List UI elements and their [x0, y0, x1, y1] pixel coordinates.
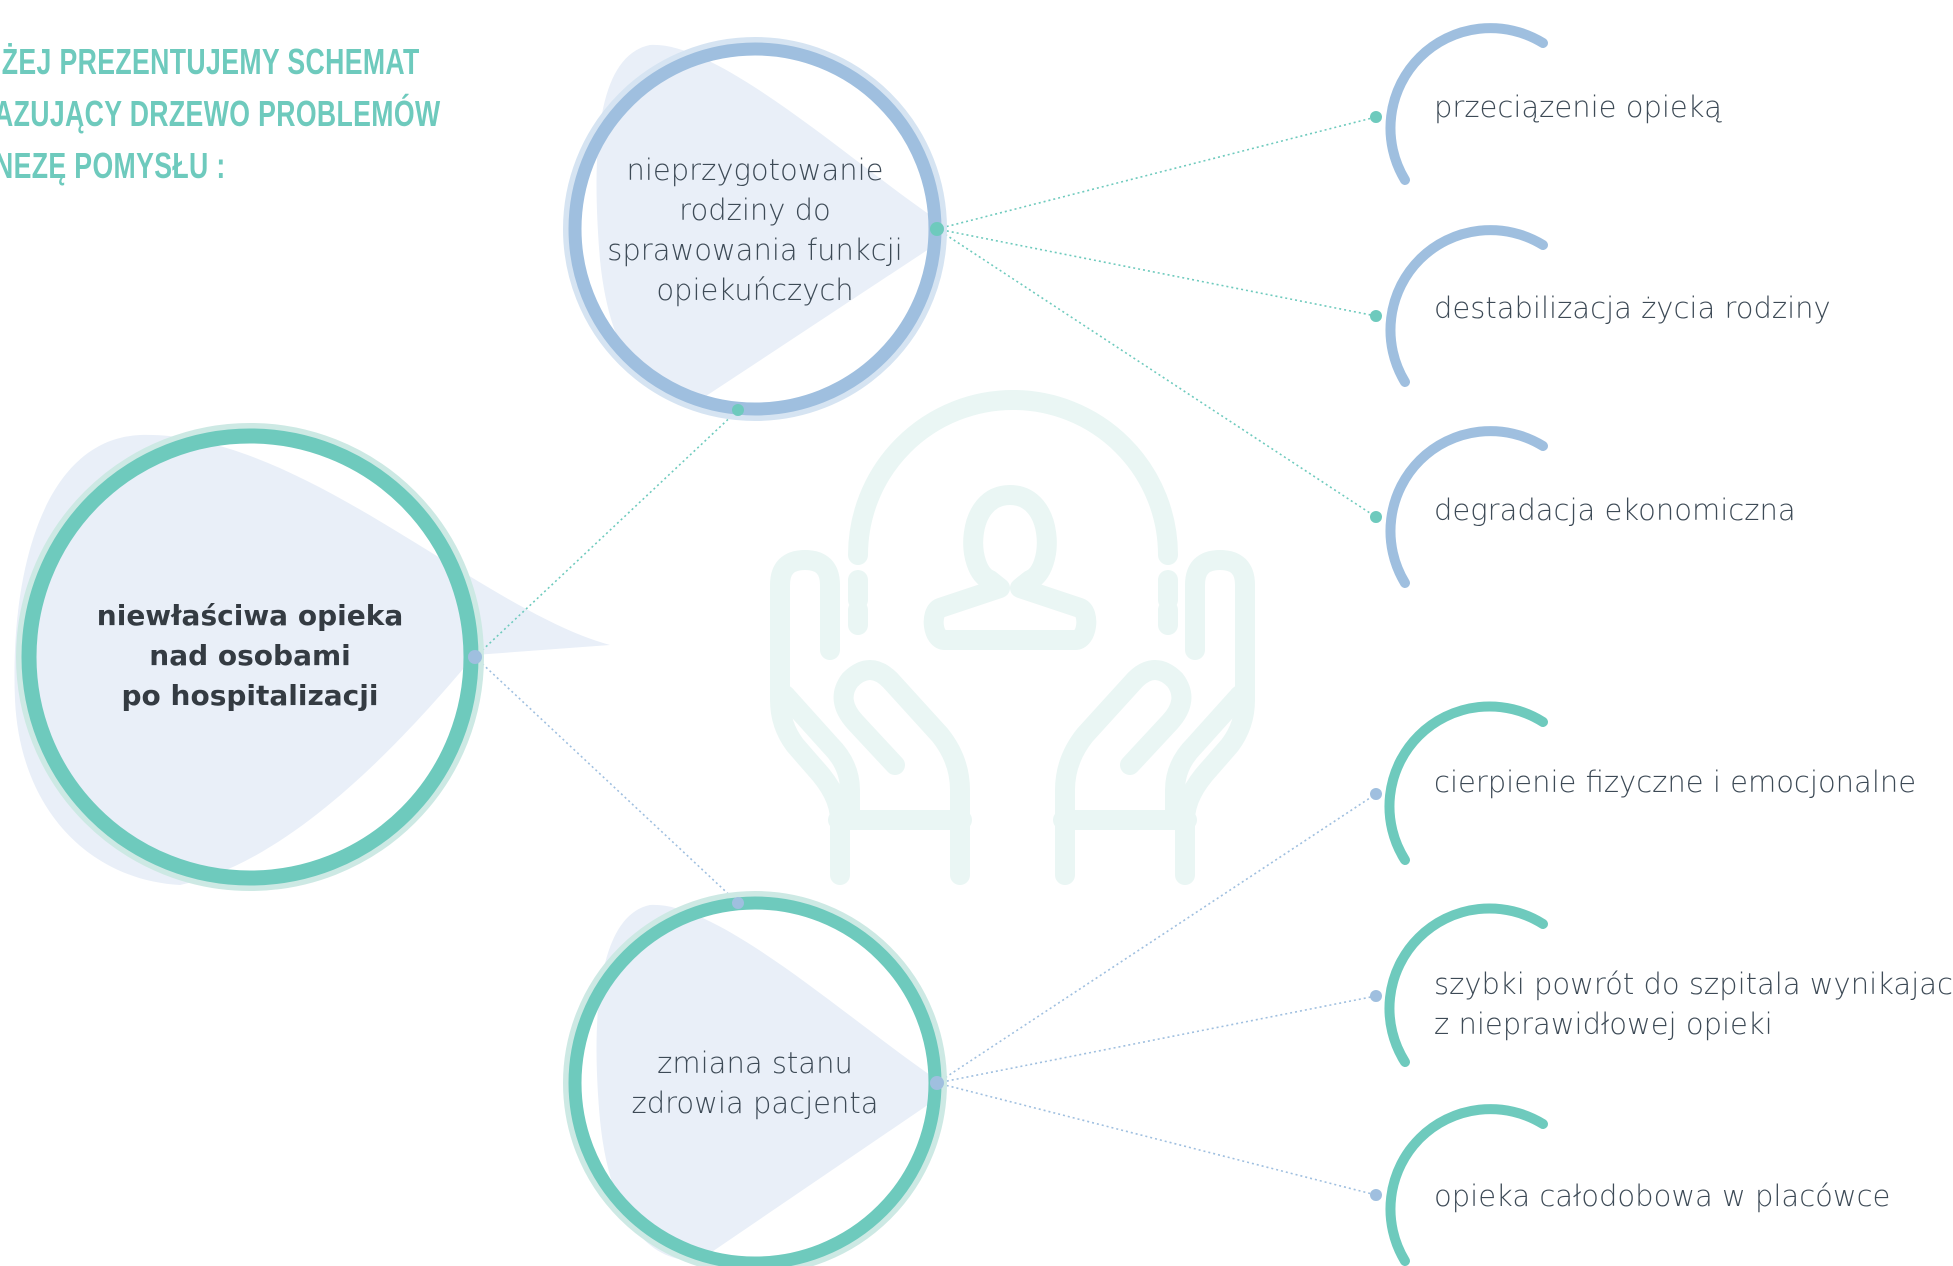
- connector-branch2-leaf2: [936, 995, 1377, 1084]
- branch-2-top-dot: [732, 897, 744, 909]
- branch-1-right-dot: [930, 222, 944, 236]
- leaf-3-dot: [1370, 511, 1382, 523]
- leaf-1-dot: [1370, 111, 1382, 123]
- connector-branch2-leaf1: [936, 793, 1377, 1084]
- leaf-label-line: przeciązenie opieką: [1434, 90, 1722, 124]
- leaf-5-arc: [1384, 903, 1548, 1067]
- branch-2-label-line: zmiana stanu: [657, 1046, 853, 1080]
- node-blobs: [14, 44, 945, 1261]
- leaf-2-arc: [1385, 225, 1548, 387]
- connector-branch2-leaf3: [936, 1082, 1377, 1196]
- branch-1-label: nieprzygotowanie rodziny do sprawowania …: [585, 150, 925, 310]
- branch-2-label: zmiana stanu zdrowia pacjenta: [585, 1043, 925, 1123]
- connector-dots: [468, 111, 1382, 1201]
- connector-root-branch2: [474, 656, 739, 904]
- heading-line: NEZĘ POMYSŁU :: [0, 145, 226, 186]
- leaf-1-arc: [1385, 23, 1548, 185]
- connector-root-branch1: [474, 409, 739, 658]
- caring-hands-person-icon: [770, 390, 1255, 885]
- leaf-label-5: szybki powrót do szpitala wynikajacy z n…: [1434, 964, 1953, 1044]
- root-label-line: po hospitalizacji: [121, 679, 379, 712]
- leaf-label-3: degradacja ekonomiczna: [1434, 490, 1796, 530]
- connector-branch1-leaf1: [936, 116, 1377, 230]
- leaf-2-dot: [1370, 310, 1382, 322]
- heading-line: IŻEJ PREZENTUJEMY SCHEMAT: [0, 41, 420, 82]
- branch-1-label-line: nieprzygotowanie: [626, 153, 884, 187]
- leaf-label-line: z nieprawidłowej opieki: [1434, 1007, 1773, 1041]
- connector-lines: [474, 116, 1377, 1196]
- leaf-5-dot: [1370, 990, 1382, 1002]
- leaf-label-line: opieka całodobowa w placówce: [1434, 1179, 1891, 1213]
- leaf-3-arc: [1385, 426, 1548, 588]
- leaf-4-arc: [1384, 701, 1548, 865]
- branch-2-right-dot: [930, 1076, 944, 1090]
- branch-2-label-line: zdrowia pacjenta: [631, 1086, 879, 1120]
- leaf-label-line: destabilizacja życia rodziny: [1434, 291, 1831, 325]
- root-label-line: niewłaściwa opieka: [96, 599, 404, 632]
- leaf-label-6: opieka całodobowa w placówce: [1434, 1176, 1890, 1216]
- leaf-6-arc: [1385, 1104, 1548, 1266]
- branch-1-top-dot: [732, 404, 744, 416]
- root-label-line: nad osobami: [149, 639, 351, 672]
- leaf-6-dot: [1370, 1189, 1382, 1201]
- branch-1-label-line: opiekuńczych: [656, 273, 854, 307]
- root-dot: [468, 650, 482, 664]
- leaf-arcs: [1384, 23, 1548, 1266]
- connector-branch1-leaf2: [936, 228, 1377, 317]
- page-heading: IŻEJ PREZENTUJEMY SCHEMAT AZUJĄCY DRZEWO…: [0, 36, 440, 192]
- root-node-label: niewłaściwa opieka nad osobami po hospit…: [60, 596, 440, 716]
- leaf-label-4: cierpienie fizyczne i emocjonalne: [1434, 762, 1916, 802]
- heading-line: AZUJĄCY DRZEWO PROBLEMÓW: [0, 93, 441, 134]
- leaf-4-dot: [1370, 788, 1382, 800]
- leaf-label-1: przeciązenie opieką: [1434, 87, 1722, 127]
- branch-1-label-line: sprawowania funkcji: [607, 233, 903, 267]
- leaf-label-line: szybki powrót do szpitala wynikajacy: [1434, 967, 1953, 1001]
- leaf-label-2: destabilizacja życia rodziny: [1434, 288, 1831, 328]
- branch-1-label-line: rodziny do: [679, 193, 831, 227]
- leaf-label-line: degradacja ekonomiczna: [1434, 493, 1796, 527]
- leaf-label-line: cierpienie fizyczne i emocjonalne: [1434, 765, 1917, 799]
